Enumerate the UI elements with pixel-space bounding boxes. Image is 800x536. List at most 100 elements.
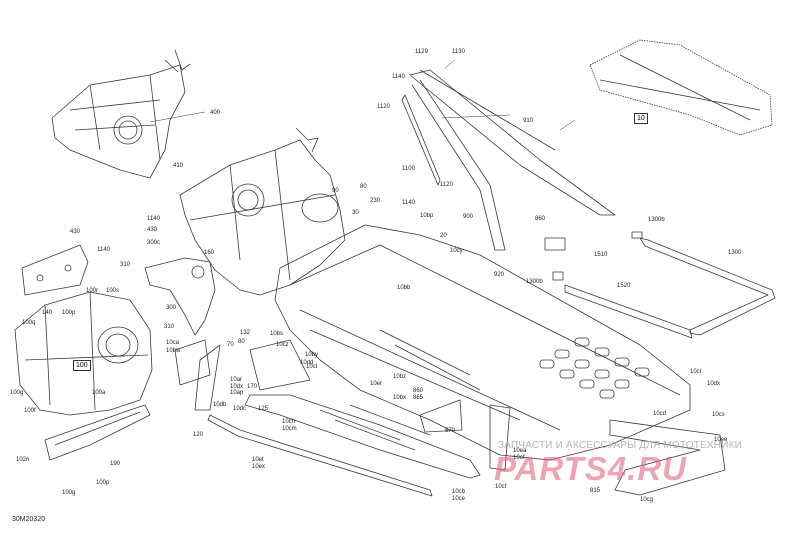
callout-label: 10db bbox=[213, 402, 227, 408]
callout-label: 230 bbox=[370, 198, 381, 204]
callout-label: 1520 bbox=[617, 283, 631, 289]
callout-label: 102n bbox=[16, 457, 30, 463]
callout-label: 920 bbox=[494, 272, 505, 278]
callout-label: 20 bbox=[440, 233, 447, 239]
callout-label: 70 bbox=[227, 342, 234, 348]
callout-label: 10cb bbox=[452, 489, 466, 495]
callout-label: 10ap bbox=[230, 390, 244, 396]
callout-label: 1140 bbox=[147, 216, 160, 222]
callout-label: 860 bbox=[413, 388, 424, 394]
seat-panel bbox=[589, 39, 773, 136]
callout-label: 100g bbox=[10, 390, 24, 396]
callout-label: 10ee bbox=[714, 437, 728, 443]
callout-label: 10er bbox=[370, 381, 383, 387]
callout-label: 10by bbox=[305, 352, 319, 358]
callout-label: 10dc bbox=[233, 406, 247, 412]
callout-label: 10bb bbox=[397, 285, 411, 291]
tunnel-vent-slots bbox=[539, 337, 650, 399]
callout-label: 1129 bbox=[415, 49, 428, 55]
ref-box-10: 10 bbox=[634, 113, 648, 124]
callout-label: 100p bbox=[96, 480, 110, 486]
tunnel bbox=[274, 224, 691, 461]
callout-label: 10ef bbox=[513, 455, 525, 461]
callout-label: 190 bbox=[110, 461, 121, 467]
callout-label: 1130 bbox=[452, 49, 465, 55]
callout-label: 910 bbox=[523, 118, 534, 124]
callout-label: 1140 bbox=[97, 247, 110, 253]
callout-label: 1300b bbox=[648, 217, 665, 223]
callout-label: 300c bbox=[147, 240, 161, 246]
callout-label: 870 bbox=[445, 428, 456, 434]
drawing-code: 30M20320 bbox=[12, 516, 46, 523]
callout-label: 1510 bbox=[594, 252, 608, 258]
callout-label: 160 bbox=[204, 250, 215, 256]
front-module-center bbox=[179, 127, 346, 296]
callout-label: 10bz bbox=[393, 374, 407, 380]
callout-label: 100q bbox=[22, 320, 36, 326]
callout-label: 100a bbox=[92, 390, 106, 396]
callout-label: 10dx bbox=[230, 384, 244, 390]
callout-label: 10bw bbox=[166, 348, 181, 354]
callout-label: 10cs bbox=[712, 412, 725, 418]
callout-label: 815 bbox=[590, 488, 601, 494]
callout-label: 10ch bbox=[282, 419, 296, 425]
callout-label: 10ex bbox=[252, 464, 266, 470]
callout-label: 10cr bbox=[690, 369, 702, 375]
callout-label: 1120 bbox=[377, 104, 390, 110]
front-module-upper bbox=[51, 49, 191, 179]
callout-label: 10dx bbox=[707, 381, 721, 387]
callout-label: 132 bbox=[240, 330, 251, 336]
side-panel-left bbox=[21, 244, 89, 296]
callout-label: 410 bbox=[173, 163, 184, 169]
callout-label: 10cz bbox=[276, 342, 289, 348]
callout-label: 10et bbox=[252, 457, 264, 463]
callout-label: 30 bbox=[352, 210, 359, 216]
callout-label: 10cd bbox=[653, 411, 667, 417]
callout-label: 860 bbox=[535, 216, 546, 222]
callout-label: 10ar bbox=[230, 377, 243, 383]
callout-label: 80 bbox=[238, 339, 245, 345]
front-module-lower-left bbox=[14, 291, 153, 416]
rear-bumper-rail bbox=[564, 237, 776, 339]
rear-footrest bbox=[609, 419, 726, 496]
callout-label: 10bx bbox=[393, 395, 407, 401]
front-bumper-plate bbox=[44, 404, 151, 461]
callout-label: 10ct bbox=[306, 364, 318, 370]
callout-label: 10bs bbox=[270, 331, 284, 337]
callout-label: 1100 bbox=[402, 166, 415, 172]
leader-lines bbox=[149, 59, 576, 131]
callout-label: 10dd bbox=[300, 360, 314, 366]
callout-label: 1300b bbox=[526, 279, 543, 285]
small-brackets bbox=[174, 231, 643, 433]
callout-label: 1140 bbox=[402, 200, 415, 206]
callout-label: 10bp bbox=[420, 213, 434, 219]
callout-label: 10ea bbox=[513, 448, 527, 454]
callout-label: 100s bbox=[106, 288, 120, 294]
watermark-brand: PARTS4.RU bbox=[494, 450, 687, 487]
callout-label: 900 bbox=[463, 214, 474, 220]
callout-label: 100g bbox=[62, 490, 76, 496]
callout-label: 1140 bbox=[392, 74, 405, 80]
callout-label: 140 bbox=[42, 310, 53, 316]
callout-label: 865 bbox=[413, 395, 424, 401]
callout-label: 1120 bbox=[440, 182, 453, 188]
callout-label: 300 bbox=[166, 305, 177, 311]
callout-label: 100p bbox=[62, 310, 76, 316]
callout-label: 10ca bbox=[166, 340, 180, 346]
callout-label: 430 bbox=[147, 227, 158, 233]
callout-label: 400 bbox=[210, 110, 221, 116]
callout-label: 100f bbox=[24, 408, 36, 414]
callout-label: 120 bbox=[193, 432, 204, 438]
callout-label: 10cm bbox=[282, 426, 297, 432]
callout-label: 10cf bbox=[495, 484, 507, 490]
upper-rails bbox=[401, 69, 616, 251]
callout-label: 10cg bbox=[640, 497, 654, 503]
ref-box-100: 100 bbox=[73, 360, 91, 371]
callout-label: 170 bbox=[247, 384, 258, 390]
lower-runner-strips bbox=[207, 394, 511, 497]
callout-label: 310 bbox=[120, 262, 131, 268]
callout-label: 10ce bbox=[452, 496, 466, 502]
bracket-300 bbox=[144, 257, 216, 336]
callout-label: 90 bbox=[332, 188, 339, 194]
